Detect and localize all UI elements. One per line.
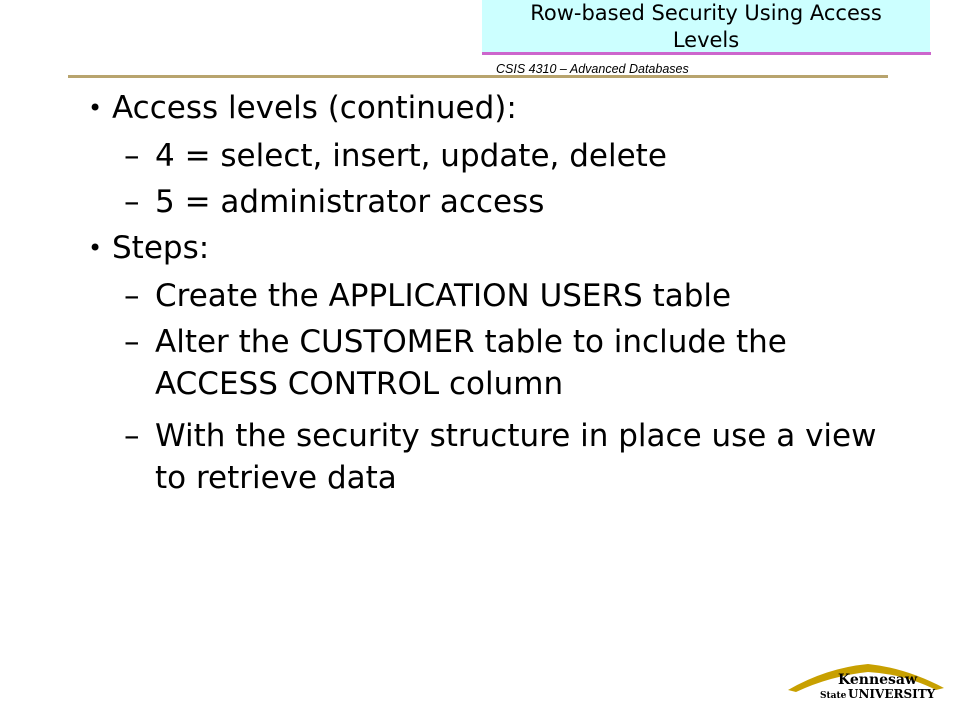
dash-marker: – (124, 418, 140, 454)
sub-bullet-text-continued: ACCESS CONTROL column (155, 366, 564, 402)
dash-marker: – (124, 278, 140, 314)
sub-bullet-text: With the security structure in place use… (155, 418, 877, 454)
dash-marker: – (124, 184, 140, 220)
sub-bullet-text: 5 = administrator access (155, 184, 545, 220)
sub-bullet-text: Create the APPLICATION USERS table (155, 278, 732, 314)
title-underline (482, 52, 931, 55)
bullet-text: Steps: (112, 230, 210, 266)
sub-bullet-text: Alter the CUSTOMER table to include the (155, 324, 787, 360)
bullet-dot: • (88, 234, 103, 262)
bullet-dot: • (88, 94, 103, 122)
course-label: CSIS 4310 – Advanced Databases (496, 62, 689, 76)
dash-marker: – (124, 138, 140, 174)
sub-bullet-text: 4 = select, insert, update, delete (155, 138, 667, 174)
slide-title-line-1: Row-based Security Using Access (530, 1, 882, 25)
logo-line-2-university: UNIVERSITY (848, 687, 936, 701)
header-divider (68, 75, 888, 78)
slide-title-line-2: Levels (672, 28, 740, 52)
dash-marker: – (124, 324, 140, 360)
kennesaw-state-university-logo: Kennesaw State UNIVERSITY (788, 664, 944, 701)
slide-title-box: Row-based Security Using Access Levels (482, 0, 930, 52)
bullet-text: Access levels (continued): (112, 90, 517, 126)
logo-line-1: Kennesaw (838, 672, 918, 688)
logo-line-2-state: State (820, 691, 847, 701)
sub-bullet-text-continued: to retrieve data (155, 460, 397, 496)
